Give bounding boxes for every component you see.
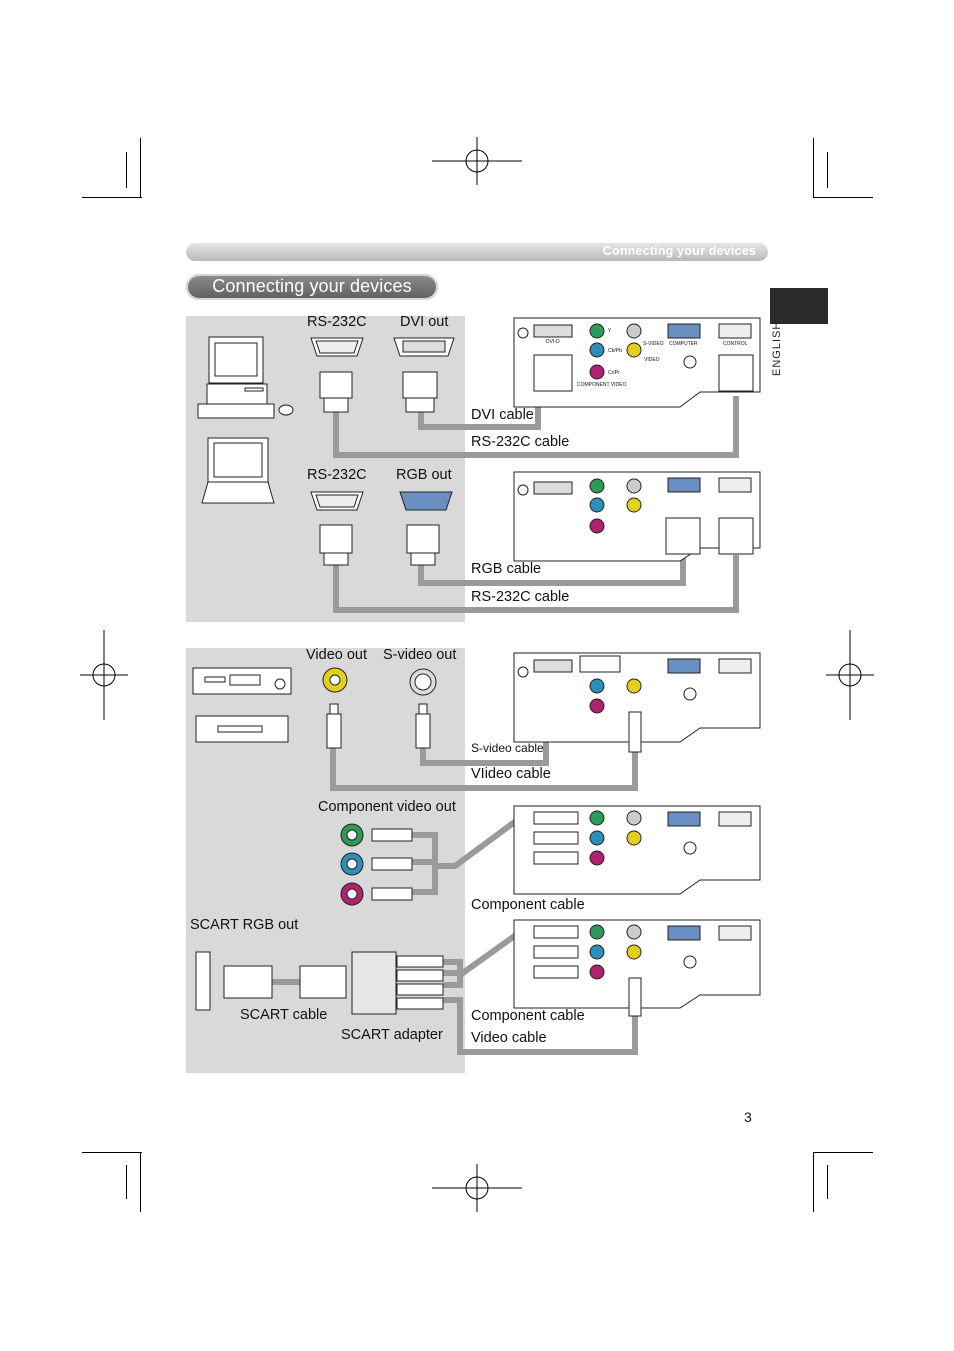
page-number: 3 [744, 1109, 752, 1125]
port-label-cr: Cr/Pr [608, 370, 620, 376]
running-header-text: Connecting your devices [602, 244, 756, 258]
port-label-control: CONTROL [723, 341, 748, 347]
rs232-cable-label: RS-232C cable [471, 434, 570, 450]
video-cable-label-2: Video cable [471, 1030, 547, 1046]
crop-mark [813, 138, 814, 198]
crop-mark [126, 1165, 127, 1199]
rs232-label-2: RS-232C [307, 467, 367, 483]
rs232-cable-label-2: RS-232C cable [471, 589, 570, 605]
video-out-jack [322, 667, 348, 693]
running-header: Connecting your devices [186, 243, 768, 261]
scart-adapter-label: SCART adapter [341, 1027, 443, 1043]
component-out-jacks [340, 823, 413, 906]
page-title-text: Connecting your devices [212, 276, 412, 296]
port-label-svideo: S-VIDEO [643, 341, 664, 347]
rs232-label: RS-232C [307, 314, 367, 330]
port-label-video: VIDEO [644, 357, 660, 363]
port-label-y: Y [608, 328, 612, 334]
crop-mark [827, 152, 828, 188]
port-label-cb: Cb/Pb [608, 348, 622, 354]
scart-cable-label: SCART cable [240, 1007, 328, 1023]
crop-mark [140, 138, 141, 198]
crop-mark [82, 197, 142, 198]
laptop-icon [201, 437, 275, 504]
projector-panel-5 [513, 919, 761, 1017]
page-title: Connecting your devices [186, 274, 438, 300]
video-cable-label: VIideo cable [471, 766, 551, 782]
scart-rgb-out-label: SCART RGB out [190, 917, 299, 933]
dvi-cable-label: DVI cable [471, 407, 534, 423]
component-cable-label-2: Component cable [471, 1008, 585, 1024]
port-label-component: COMPONENT VIDEO [577, 382, 627, 388]
projector-panel-1 [513, 317, 761, 408]
projector-panel-3 [513, 652, 761, 753]
rs232-port-icon [310, 337, 455, 357]
crop-mark [827, 1165, 828, 1199]
projector-panel-4 [513, 805, 761, 895]
language-tab [770, 288, 828, 324]
component-cable-label: Component cable [471, 897, 585, 913]
projector-panel-2 [513, 471, 761, 562]
rgb-cable-label: RGB cable [471, 561, 542, 577]
crop-mark [126, 152, 127, 188]
crop-mark [813, 1152, 873, 1153]
scart-port-icon [195, 951, 444, 1015]
svideo-out-label: S-video out [383, 647, 457, 663]
crop-mark [140, 1152, 141, 1212]
component-out-label: Component video out [318, 799, 456, 815]
port-label-computer: COMPUTER [669, 341, 698, 347]
svideo-out-jack [409, 668, 437, 696]
crop-mark [813, 1152, 814, 1212]
svideo-cable-label: S-video cable [471, 741, 544, 755]
crop-mark [82, 1152, 142, 1153]
video-out-label: Video out [306, 647, 368, 663]
port-label-dvi: DVI-D [546, 339, 560, 345]
crop-mark [813, 197, 873, 198]
desktop-computer-icon [197, 336, 294, 419]
dvd-player-icon [192, 667, 292, 695]
vcr-icon [195, 715, 289, 743]
rgb-out-label: RGB out [396, 467, 452, 483]
dvi-out-label: DVI out [400, 314, 449, 330]
